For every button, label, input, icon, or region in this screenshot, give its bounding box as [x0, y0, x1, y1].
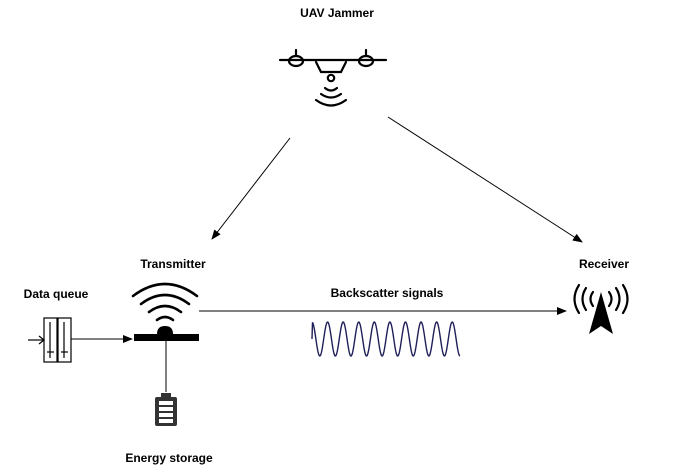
drone-icon [278, 48, 388, 107]
transmitter-icon [131, 282, 199, 341]
data-queue-icon [28, 317, 72, 363]
jamming-arrow-to-receiver [387, 116, 583, 243]
data-queue-label: Data queue [24, 287, 89, 301]
receiver-antenna-icon [573, 283, 629, 334]
transmitter-label: Transmitter [140, 257, 206, 271]
backscatter-waveform [311, 321, 461, 357]
backscatter-label: Backscatter signals [331, 286, 444, 300]
battery-icon [155, 393, 177, 426]
energy-storage-label: Energy storage [125, 451, 213, 465]
receiver-label: Receiver [579, 257, 629, 271]
uav-jammer-label: UAV Jammer [300, 6, 374, 20]
jamming-arrow-to-transmitter [211, 137, 291, 240]
